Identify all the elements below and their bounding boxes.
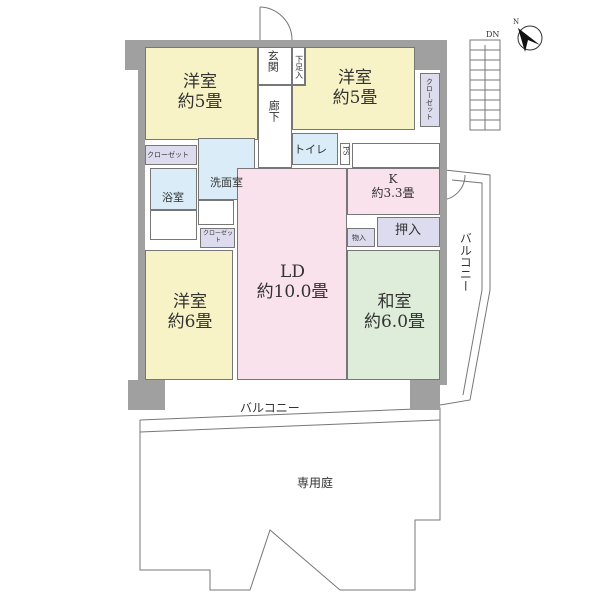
room-western-nw-label: 洋室約5畳 (165, 72, 235, 113)
bathtub (150, 210, 197, 240)
room-area: 約5畳 (177, 92, 223, 113)
room-name: 和室 (377, 292, 412, 312)
compass-north-label: N (513, 18, 520, 26)
entrance (258, 47, 292, 85)
room-name: 洋室 (183, 72, 217, 92)
room-western-ne (305, 47, 415, 130)
room-western-sw (145, 250, 233, 380)
room-name: 洋室 (173, 292, 207, 312)
wall-north (125, 40, 445, 47)
room-area: 約10.0畳 (256, 282, 329, 303)
room-name: LD (280, 262, 305, 282)
hallway-label: 廊下 (267, 100, 281, 122)
kitchen (347, 168, 440, 215)
room-area: 約3.3畳 (371, 186, 415, 201)
room-name: 洋室 (338, 68, 372, 88)
toilet (292, 133, 338, 165)
entrance-label: 玄関 (266, 50, 280, 72)
room-area: 約6.0畳 (363, 312, 426, 333)
closet-small (200, 228, 235, 248)
room-western-ne-extension (292, 85, 306, 130)
bathroom-label: 浴室 (162, 191, 184, 204)
column-sw (128, 380, 165, 410)
hallway (258, 85, 292, 168)
room-ld (237, 168, 347, 380)
room-area: 約5畳 (332, 88, 378, 109)
column-se (410, 380, 440, 410)
balcony-south-label: バルコニー (240, 401, 300, 415)
garden-label: 専用庭 (297, 476, 334, 490)
shoe-storage-label: 下足入 (294, 55, 304, 79)
washroom-label: 洗面室 (210, 176, 243, 189)
wash-basin (198, 200, 234, 225)
wall-east (440, 40, 447, 385)
wall-west (138, 40, 145, 385)
room-western-sw-label: 洋室約6畳 (155, 292, 225, 333)
room-area: 約6畳 (167, 312, 213, 333)
room-japanese (347, 250, 440, 380)
stairs-down-label: DN (486, 30, 500, 39)
storage (347, 228, 375, 247)
oshiire (377, 217, 440, 247)
closet-right (420, 73, 440, 127)
closet-right-label: クローゼット (425, 78, 434, 120)
pipe-space-label: PS (341, 146, 350, 156)
room-japanese-label: 和室約6.0畳 (352, 292, 437, 333)
room-western-ne-label: 洋室約5畳 (320, 68, 390, 109)
wall-corner-ne (410, 40, 445, 70)
shoe-storage (292, 47, 305, 85)
oshiire-label: 押入 (395, 223, 422, 238)
toilet-label: トイレ (294, 143, 327, 156)
balcony-east-label: バルコニー (458, 232, 473, 292)
closet-small-label: クローゼット (203, 230, 234, 245)
room-name: K (388, 172, 398, 186)
pipe-space (340, 143, 350, 165)
kitchen-counter (352, 143, 440, 168)
storage-label: 物入 (352, 234, 366, 242)
closet-left (145, 145, 197, 165)
closet-left-label: クローゼット (147, 151, 189, 159)
bathroom (150, 168, 197, 210)
